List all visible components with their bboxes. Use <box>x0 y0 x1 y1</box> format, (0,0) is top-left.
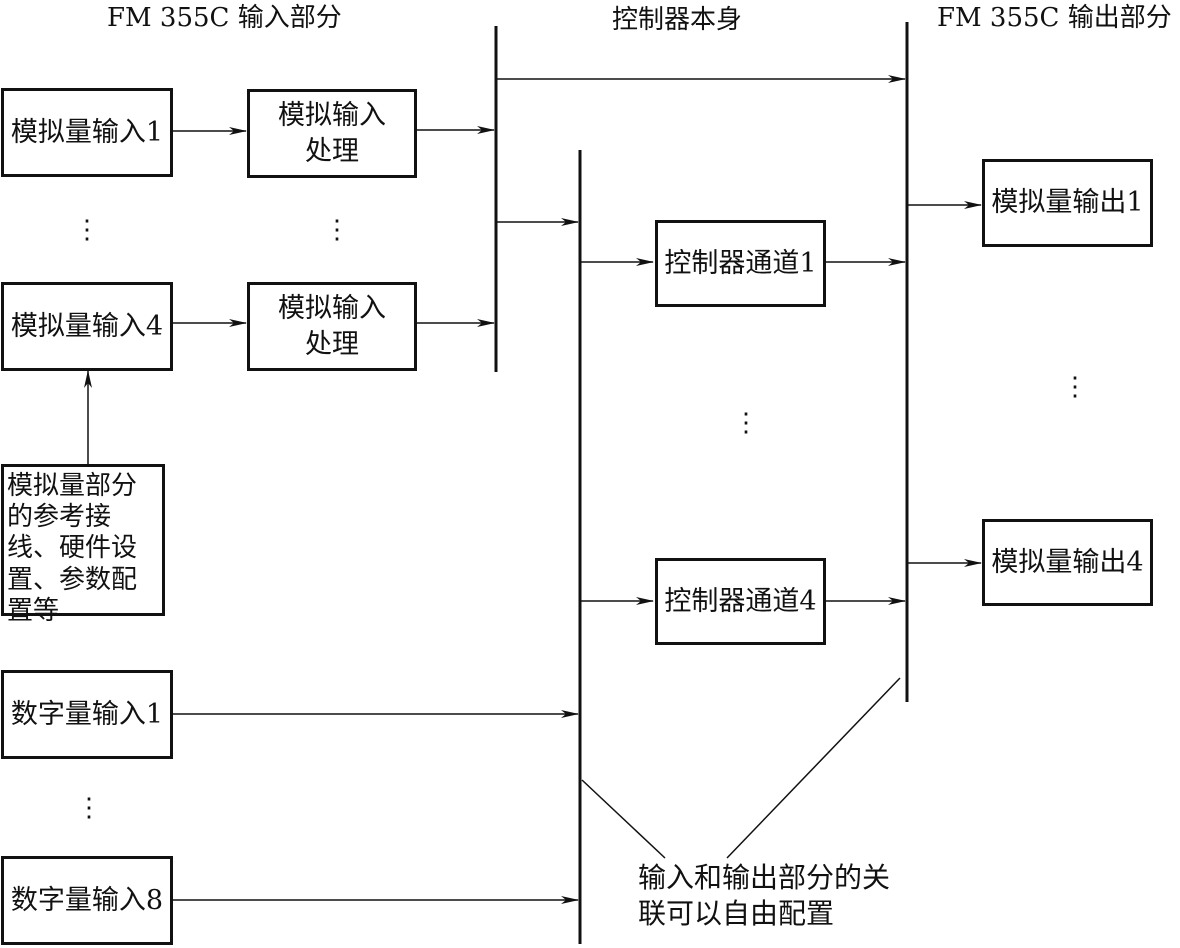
analog-processing-1-box: 模拟输入处理 <box>247 89 417 178</box>
ellipsis-controller-channels: ⋮ <box>733 408 759 438</box>
callout-line-right <box>726 677 901 859</box>
reference-note-box: 模拟量部分的参考接线、硬件设置、参数配置等 <box>1 464 165 626</box>
digital-input-1-box: 数字量输入1 <box>1 670 173 759</box>
analog-input-1-box: 模拟量输入1 <box>1 88 173 177</box>
ellipsis-analog-outputs: ⋮ <box>1062 372 1088 402</box>
analog-processing-4-box: 模拟输入处理 <box>247 282 417 371</box>
analog-output-4-box: 模拟量输出4 <box>982 519 1153 606</box>
ellipsis-analog-inputs: ⋮ <box>74 215 100 245</box>
controller-channel-4-box: 控制器通道4 <box>655 558 826 645</box>
digital-input-8-box: 数字量输入8 <box>1 856 173 945</box>
callout-line-left <box>581 779 666 859</box>
ellipsis-analog-processing: ⋮ <box>324 215 350 245</box>
input-section-header: FM 355C 输入部分 <box>107 3 342 33</box>
controller-section-header: 控制器本身 <box>612 5 743 35</box>
analog-input-4-box: 模拟量输入4 <box>1 282 173 371</box>
ellipsis-digital-inputs: ⋮ <box>76 793 102 823</box>
association-caption: 输入和输出部分的关联可以自由配置 <box>638 861 891 931</box>
analog-output-1-box: 模拟量输出1 <box>982 159 1153 247</box>
output-section-header: FM 355C 输出部分 <box>937 3 1172 33</box>
controller-channel-1-box: 控制器通道1 <box>655 220 826 307</box>
